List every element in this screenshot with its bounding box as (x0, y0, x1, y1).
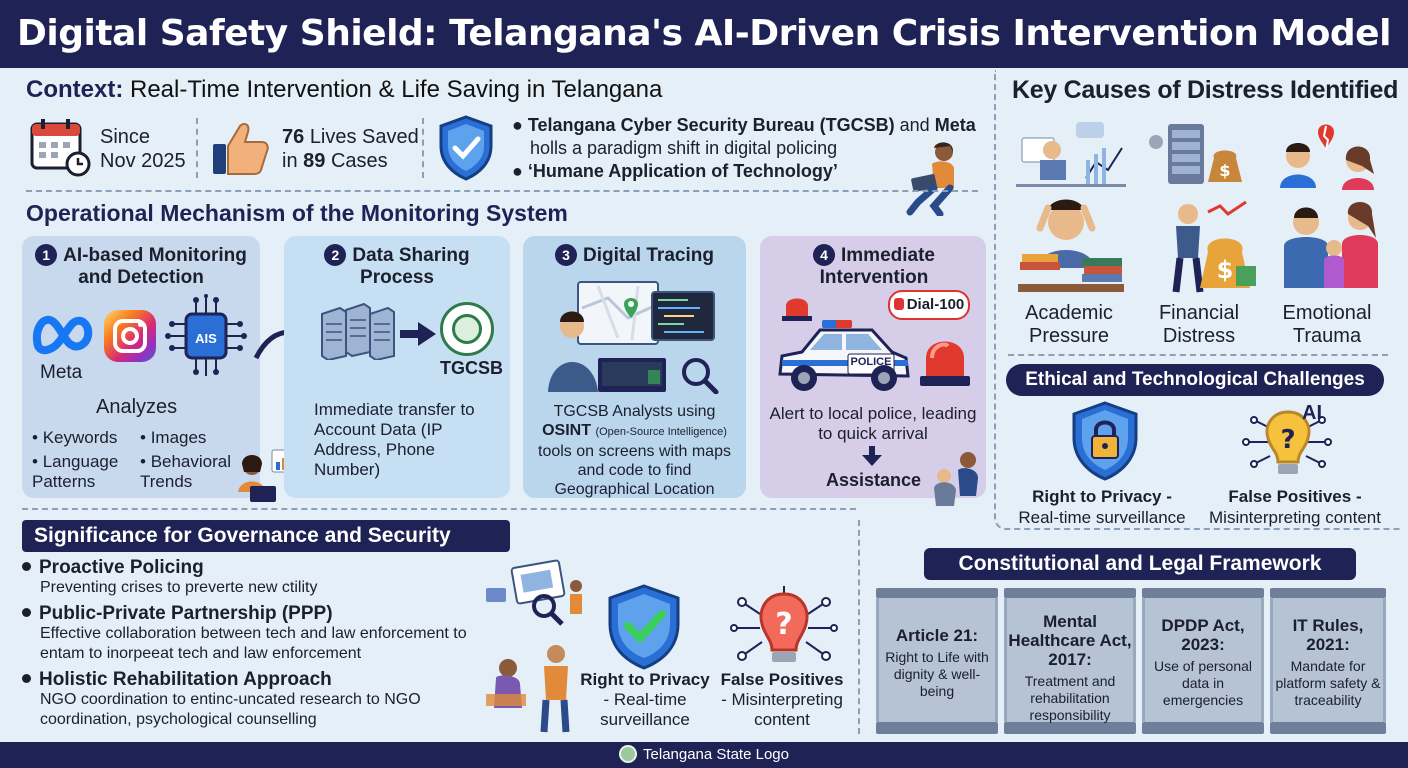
step-2-panel (284, 236, 510, 498)
footer: Telangana State Logo (0, 742, 1408, 768)
analyst-screens-illustration (548, 278, 720, 395)
beacon-icon (918, 332, 972, 388)
legal-pillar: Mental Healthcare Act, 2017:Treatment an… (1004, 588, 1136, 734)
cause-financial: Financial Distress (1158, 302, 1240, 347)
right-column-frame (994, 70, 1402, 530)
step-2-text: Immediate transfer to Account Data (IP A… (314, 400, 475, 479)
context-bullet: ● ‘Humane Application of Technology’ (512, 161, 838, 181)
helper-illustration (930, 448, 986, 510)
phone-icon (893, 298, 904, 310)
challenge-false-positives: False Positives -Misinterpreting content (1209, 487, 1381, 527)
privacy-shield-icon (604, 582, 684, 670)
analyze-item: • Behavioral Trends (140, 452, 232, 491)
divider (196, 118, 198, 178)
police-car-icon (772, 318, 912, 396)
meta-logo-icon (30, 310, 100, 360)
emotional-trauma-illustration (1276, 118, 1386, 298)
svg-text:$: $ (1219, 161, 1230, 180)
server-icon (318, 300, 398, 362)
challenge-privacy: Right to Privacy -Real-time surveillance (1018, 487, 1186, 527)
analyze-item: • Language Patterns (32, 452, 119, 491)
ai-label: AI (1302, 402, 1322, 424)
person-laptop-illustration (904, 140, 968, 218)
tgcsb-label: TGCSB (440, 358, 503, 378)
false-positive-icon: ? (730, 584, 838, 668)
analyzes-label: Analyzes (96, 396, 178, 418)
context-bullet-rest: holls a paradigm shift in digital polici… (530, 138, 838, 158)
thumbs-up-icon (210, 118, 270, 178)
lives-stat: 76 Lives Saved in 89 Cases (282, 126, 419, 172)
cause-academic: Academic Pressure (1025, 302, 1113, 347)
divider (422, 118, 424, 178)
ai-chip-icon (164, 294, 248, 378)
operational-heading: Operational Mechanism of the Monitoring … (26, 200, 568, 226)
cause-emotional: Emotional Trauma (1282, 302, 1372, 347)
significance-item: Public-Private Partnership (PPP)Effectiv… (22, 604, 492, 664)
legal-pillar: IT Rules, 2021:Mandate for platform safe… (1270, 588, 1386, 734)
significance-heading: Significance for Governance and Security (22, 520, 510, 552)
dial-100-bubble: Dial-100 (888, 290, 970, 320)
privacy-card: Right to Privacy- Real-time surveillance (580, 670, 710, 729)
svg-text:?: ? (1280, 425, 1295, 455)
shield-check-icon (436, 114, 496, 182)
arrow-right-icon (400, 322, 436, 346)
context-bullets: ● Telangana Cyber Security Bureau (TGCSB… (512, 114, 982, 183)
divider (858, 520, 860, 734)
ai-bulb-icon: ? (1240, 402, 1336, 482)
financial-distress-illustration: $ $ (1148, 118, 1258, 298)
tgcsb-emblem-icon (440, 302, 494, 356)
calendar-icon (30, 118, 92, 178)
context-heading: Context: Real-Time Intervention & Life S… (26, 76, 663, 103)
police-label: POLICE (850, 356, 892, 368)
lock-shield-icon (1070, 400, 1140, 482)
context-bullet: ● Telangana Cyber Security Bureau (TGCSB… (512, 115, 976, 135)
meta-label: Meta (40, 362, 83, 383)
ai-chip-label: AIS (195, 331, 217, 346)
causes-heading: Key Causes of Distress Identified (1012, 76, 1399, 104)
svg-text:?: ? (775, 607, 792, 642)
legal-pillar: DPDP Act, 2023:Use of personal data in e… (1142, 588, 1264, 734)
siren-icon (780, 292, 814, 322)
analyze-item: • Keywords (32, 428, 118, 447)
step-4-text: Alert to local police, leading to quick … (769, 404, 977, 443)
arrow-down-icon (862, 446, 882, 466)
analyze-item: • Images (140, 428, 207, 447)
challenges-heading: Ethical and Technological Challenges (1006, 364, 1384, 396)
step-3-text: TGCSB Analysts using OSINT (Open-Source … (538, 403, 731, 498)
state-logo-icon (619, 745, 638, 763)
assistance-label: Assistance (826, 470, 922, 490)
divider (1008, 354, 1388, 356)
collaboration-illustration (486, 558, 590, 734)
instagram-icon (104, 310, 156, 362)
divider (26, 190, 978, 192)
step-1-panel (22, 236, 260, 498)
academic-pressure-illustration (1016, 118, 1126, 298)
svg-text:$: $ (1217, 256, 1234, 284)
legal-pillar: Article 21:Right to Life with dignity & … (876, 588, 998, 734)
legal-heading: Constitutional and Legal Framework (924, 548, 1356, 580)
divider (22, 508, 856, 510)
false-positive-card: False Positives- Misinterpreting content (720, 670, 844, 729)
page-title: Digital Safety Shield: Telangana's AI-Dr… (0, 0, 1408, 68)
